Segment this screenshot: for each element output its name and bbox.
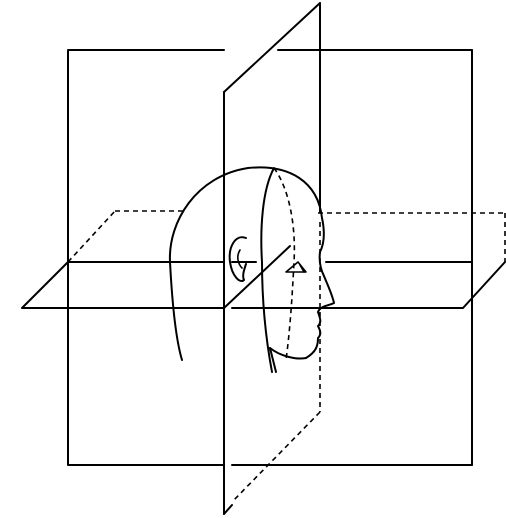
head-profile: [170, 167, 334, 372]
coronal-plane: [68, 50, 472, 465]
